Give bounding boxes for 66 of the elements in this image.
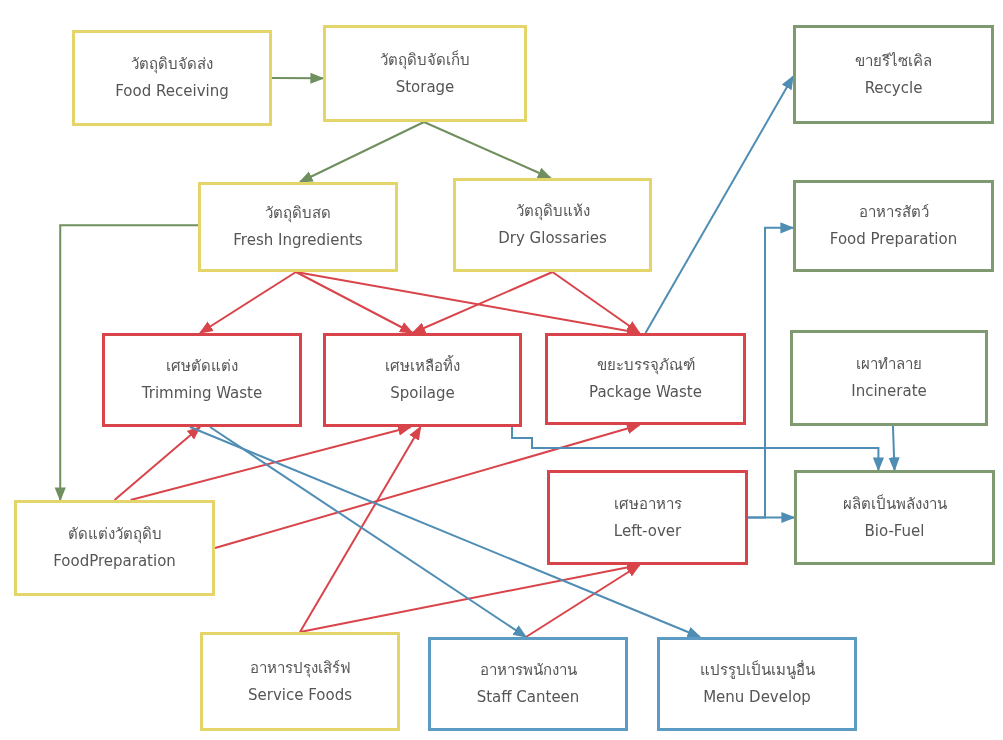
box-label: Dry Glossaries	[498, 229, 607, 248]
arrow	[411, 271, 554, 334]
box-label: ตัดแต่งวัตถุดิบ	[67, 525, 162, 544]
process-box	[793, 25, 994, 124]
process-box	[453, 178, 652, 272]
arrow	[511, 426, 884, 472]
box-label: อาหารปรุงเสิร์ฟ	[249, 658, 351, 678]
box-label: ขายรีไซเคิล	[855, 51, 932, 71]
arrow	[423, 121, 552, 179]
arrow	[209, 426, 528, 638]
arrow	[747, 222, 795, 519]
box-label: Bio-Fuel	[864, 521, 925, 541]
box-label: ผลิตเป็นพลังงาน	[842, 494, 947, 514]
box-label: วัตถุดิบจัดส่ง	[131, 55, 213, 74]
box-label: เผาทำลาย	[856, 355, 922, 374]
arrow	[113, 426, 202, 501]
box-label: Food Receiving	[115, 82, 229, 101]
box-label: เศษเหลือทิ้ง	[385, 357, 460, 376]
arrow	[551, 271, 641, 334]
arrow	[54, 224, 199, 502]
box-label: อาหารพนักงาน	[479, 661, 577, 680]
process-box	[200, 632, 400, 731]
process-box	[323, 25, 527, 122]
arrow	[271, 72, 325, 84]
box-label: Package Waste	[589, 383, 702, 402]
process-box	[14, 500, 215, 596]
arrow	[888, 425, 900, 472]
arrow	[198, 271, 297, 334]
box-label: Service Foods	[248, 685, 352, 705]
box-label: Food Preparation	[829, 230, 958, 249]
box-label: Staff Canteen	[476, 688, 580, 707]
arrow	[644, 75, 794, 334]
box-label: Spoilage	[390, 384, 455, 403]
box-label: วัตถุดิบแห้ง	[515, 202, 590, 221]
arrow	[525, 564, 641, 638]
process-box	[72, 30, 272, 126]
arrow	[189, 426, 702, 638]
box-label: เศษอาหาร	[613, 494, 682, 514]
arrow	[214, 423, 641, 549]
process-box	[323, 333, 522, 427]
process-box	[545, 333, 746, 425]
box-label: Incinerate	[851, 382, 927, 401]
process-box	[102, 333, 302, 427]
box-label: วัตถุดิบจัดเก็บ	[380, 50, 470, 70]
arrow	[298, 121, 425, 183]
arrow	[299, 425, 422, 633]
box-label: ขยะบรรจุภัณฑ์	[596, 356, 695, 375]
box-label: เศษตัดแต่ง	[166, 357, 238, 376]
box-label: FoodPreparation	[53, 552, 176, 571]
box-label: Menu Develop	[703, 688, 811, 707]
process-box	[793, 180, 994, 272]
box-label: Fresh Ingredients	[233, 231, 363, 250]
arrow	[295, 271, 414, 334]
box-label: Trimming Waste	[141, 384, 263, 403]
box-label: Recycle	[864, 78, 923, 98]
process-box	[794, 470, 995, 565]
box-label: แปรรูปเป็นเมนูอื่น	[699, 661, 815, 680]
box-label: Left-over	[613, 521, 682, 541]
process-box	[198, 182, 398, 272]
process-box	[790, 330, 988, 426]
box-label: Storage	[395, 77, 455, 97]
process-box	[657, 637, 857, 731]
box-label: อาหารสัตว์	[858, 203, 929, 222]
process-box	[428, 637, 628, 731]
process-box	[547, 470, 748, 565]
box-label: วัตถุดิบสด	[265, 204, 331, 223]
